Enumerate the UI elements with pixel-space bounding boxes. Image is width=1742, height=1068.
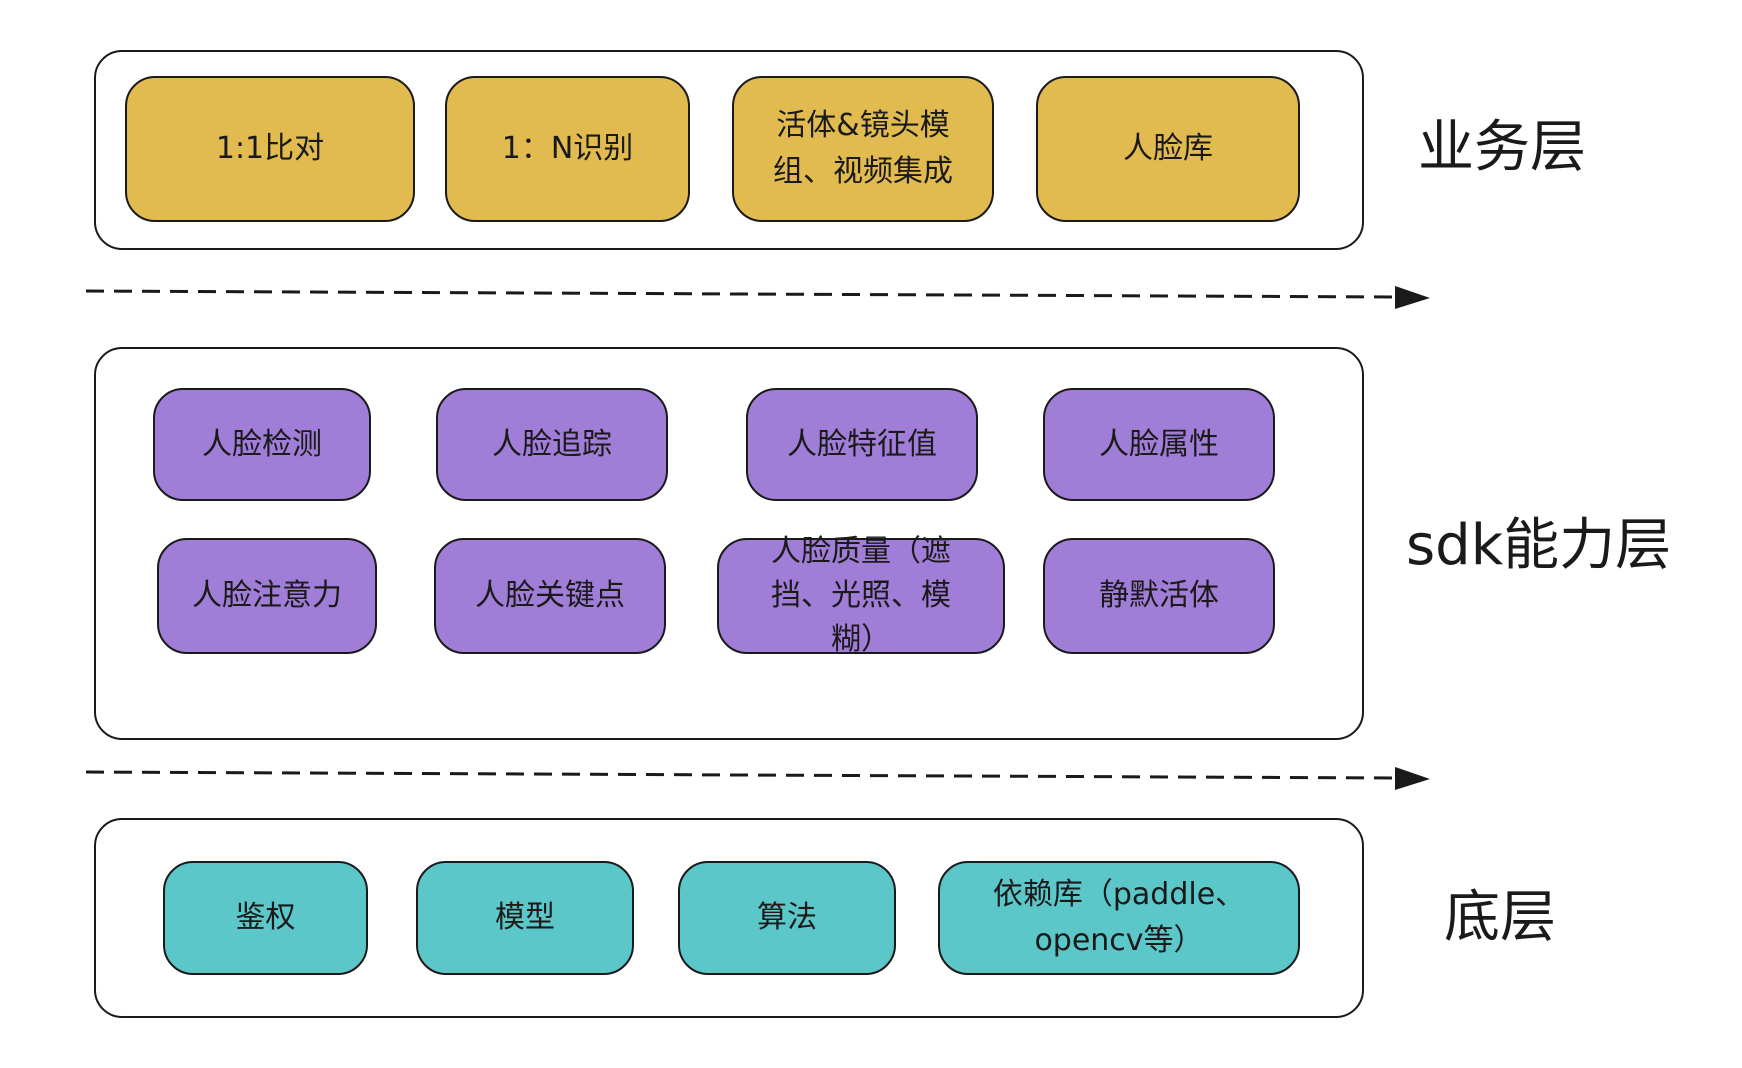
sdk-layer-label: sdk能力层 [1406, 513, 1672, 578]
base-layer-label: 底层 [1444, 885, 1556, 950]
arrow-business-to-sdk [85, 289, 1401, 299]
business-box-1v1-compare: 1:1比对 [125, 76, 415, 222]
arrow-sdk-to-base [85, 770, 1401, 780]
arrowhead-1 [1395, 286, 1430, 309]
sdk-box-face-feature: 人脸特征值 [746, 388, 978, 501]
sdk-box-face-attention: 人脸注意力 [157, 538, 377, 654]
sdk-box-face-tracking: 人脸追踪 [436, 388, 668, 501]
sdk-box-face-detection: 人脸检测 [153, 388, 371, 501]
base-box-algorithm: 算法 [678, 861, 896, 975]
business-box-1n-recognition: 1：N识别 [445, 76, 690, 222]
base-box-model: 模型 [416, 861, 634, 975]
sdk-box-face-quality: 人脸质量（遮挡、光照、模糊） [717, 534, 1005, 657]
business-box-liveness-camera-video: 活体&镜头模组、视频集成 [732, 76, 994, 222]
base-box-auth: 鉴权 [163, 861, 368, 975]
business-box-face-library: 人脸库 [1036, 76, 1300, 222]
base-box-dependencies: 依赖库（paddle、opencv等） [938, 861, 1300, 975]
business-layer-label: 业务层 [1418, 115, 1586, 180]
sdk-box-face-keypoints: 人脸关键点 [434, 538, 666, 654]
arrowhead-2 [1395, 767, 1430, 790]
sdk-box-face-attribute: 人脸属性 [1043, 388, 1275, 501]
sdk-box-silent-liveness: 静默活体 [1043, 538, 1275, 654]
